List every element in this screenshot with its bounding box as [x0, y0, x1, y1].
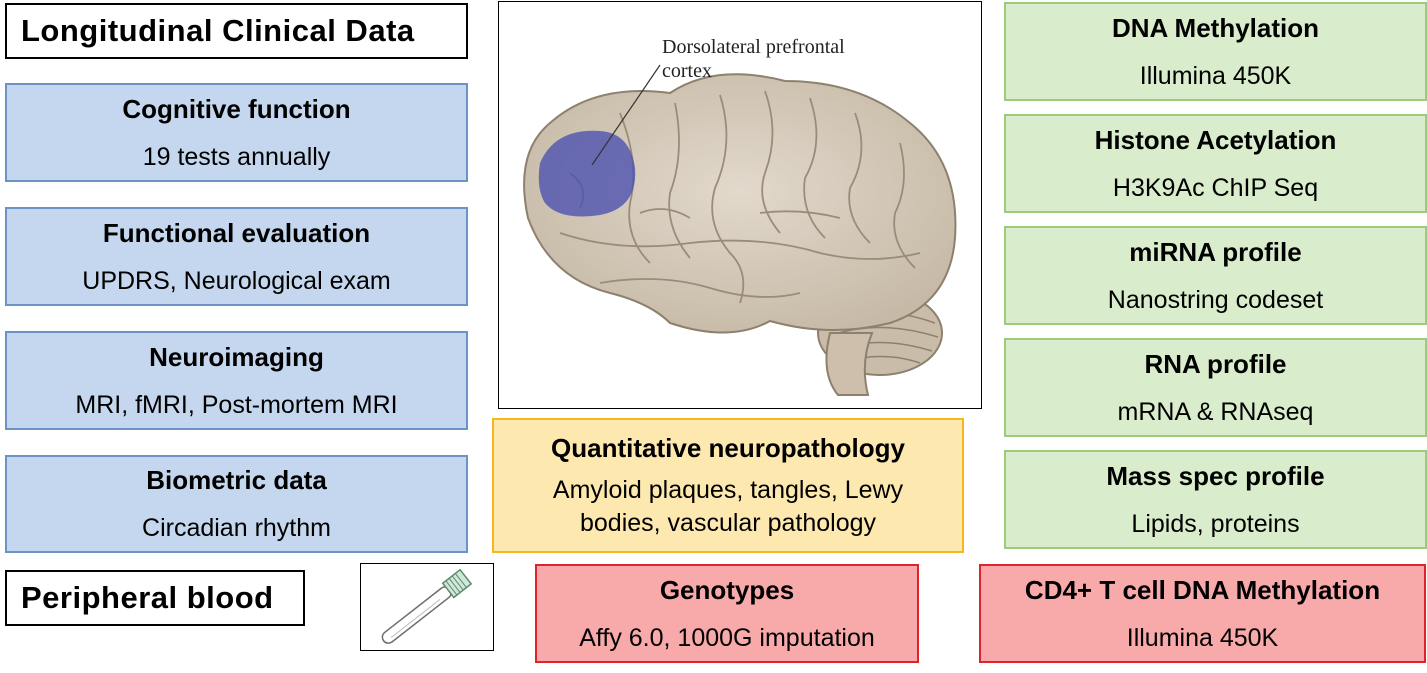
longitudinal-clinical-data-header: Longitudinal Clinical Data: [5, 3, 468, 59]
histone-acetylation-box: Histone Acetylation H3K9Ac ChIP Seq: [1004, 114, 1427, 213]
dna-methylation-box: DNA Methylation Illumina 450K: [1004, 2, 1427, 101]
functional-evaluation-box: Functional evaluation UPDRS, Neurologica…: [5, 207, 468, 306]
biometric-data-sub: Circadian rhythm: [142, 514, 331, 542]
biometric-data-box: Biometric data Circadian rhythm: [5, 455, 468, 553]
longitudinal-clinical-data-label: Longitudinal Clinical Data: [21, 13, 415, 48]
mirna-profile-sub: Nanostring codeset: [1107, 285, 1324, 314]
brain-label-line2: cortex: [662, 60, 712, 82]
genotypes-sub: Affy 6.0, 1000G imputation: [579, 623, 875, 652]
brain-label-line1: Dorsolateral prefrontal: [662, 36, 845, 58]
cd4-t-cell-methylation-sub: Illumina 450K: [1126, 623, 1279, 652]
genotypes-title: Genotypes: [659, 574, 795, 605]
cognitive-function-box: Cognitive function 19 tests annually: [5, 83, 468, 182]
histone-acetylation-title: Histone Acetylation: [1094, 124, 1337, 155]
mass-spec-profile-box: Mass spec profile Lipids, proteins: [1004, 450, 1427, 549]
neuroimaging-sub: MRI, fMRI, Post-mortem MRI: [75, 390, 398, 419]
neuropathology-line2: bodies, vascular pathology: [579, 508, 877, 537]
biometric-data-title: Biometric data: [146, 465, 327, 495]
cd4-t-cell-methylation-title: CD4+ T cell DNA Methylation: [1024, 574, 1381, 605]
functional-evaluation-title: Functional evaluation: [102, 217, 371, 248]
dna-methylation-sub: Illumina 450K: [1139, 61, 1292, 90]
blood-collection-tube-icon: [381, 568, 473, 644]
peripheral-blood-label: Peripheral blood: [21, 580, 274, 615]
dna-methylation-title: DNA Methylation: [1111, 12, 1320, 43]
cd4-t-cell-methylation-box: CD4+ T cell DNA Methylation Illumina 450…: [979, 564, 1426, 663]
neuropathology-line1: Amyloid plaques, tangles, Lewy: [552, 475, 904, 504]
peripheral-blood-header: Peripheral blood: [5, 570, 305, 626]
mirna-profile-title: miRNA profile: [1129, 236, 1302, 267]
neuroimaging-box: Neuroimaging MRI, fMRI, Post-mortem MRI: [5, 331, 468, 430]
quantitative-neuropathology-box: Quantitative neuropathology Amyloid plaq…: [492, 418, 964, 553]
cognitive-function-sub: 19 tests annually: [142, 142, 331, 171]
rna-profile-title: RNA profile: [1144, 348, 1287, 379]
brain-image-panel: Dorsolateral prefrontal cortex: [498, 1, 982, 409]
histone-acetylation-sub: H3K9Ac ChIP Seq: [1112, 173, 1319, 202]
brain-icon: Dorsolateral prefrontal cortex: [523, 36, 957, 396]
genotypes-box: Genotypes Affy 6.0, 1000G imputation: [535, 564, 919, 663]
blood-tube-image: [360, 563, 494, 651]
mirna-profile-box: miRNA profile Nanostring codeset: [1004, 226, 1427, 325]
mass-spec-profile-title: Mass spec profile: [1106, 460, 1325, 491]
cognitive-function-title: Cognitive function: [122, 93, 351, 124]
mass-spec-profile-sub: Lipids, proteins: [1131, 509, 1300, 538]
neuropathology-title: Quantitative neuropathology: [551, 432, 905, 463]
rna-profile-box: RNA profile mRNA & RNAseq: [1004, 338, 1427, 437]
rna-profile-sub: mRNA & RNAseq: [1117, 397, 1314, 426]
neuroimaging-title: Neuroimaging: [149, 341, 324, 372]
functional-evaluation-sub: UPDRS, Neurological exam: [82, 266, 391, 295]
